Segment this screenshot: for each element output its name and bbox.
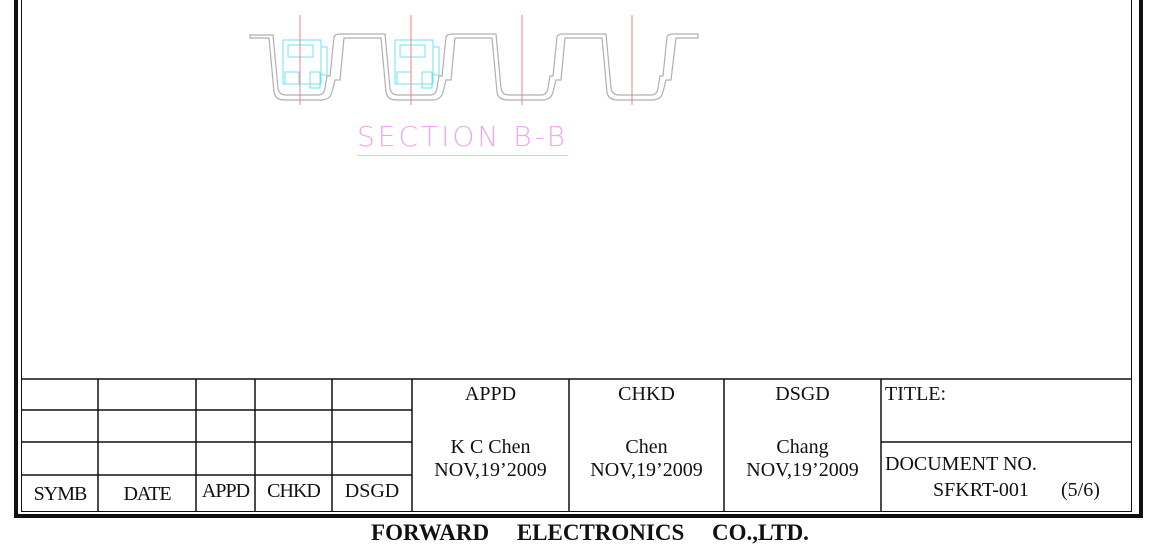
sheet-number: (5/6): [1061, 479, 1100, 501]
title-label: TITLE:: [885, 383, 947, 405]
signoff-chkd-date: NOV,19’2009: [590, 459, 703, 481]
company-name: FORWARD ELECTRONICS CO.,LTD.: [371, 520, 809, 545]
section-label: SECTION B-B: [357, 120, 569, 156]
rev-header-chkd: CHKD: [267, 480, 321, 502]
rev-header-symb: SYMB: [33, 483, 88, 505]
signoff-dsgd-name: Chang: [776, 436, 829, 458]
title-block-grid: [22, 378, 1131, 511]
drawing-frame-outer: [14, 0, 1143, 518]
signoff-chkd-role: CHKD: [618, 383, 675, 405]
document-no-value: SFKRT-001: [933, 479, 1029, 501]
signoff-dsgd-role: DSGD: [775, 383, 830, 405]
document-no-label: DOCUMENT NO.: [885, 453, 1037, 475]
signoff-chkd-name: Chen: [625, 436, 668, 458]
drawing-frame-inner: [21, 0, 1132, 512]
component-outlines: [282, 39, 440, 89]
rev-header-appd: APPD: [201, 480, 250, 502]
signoff-appd-date: NOV,19’2009: [434, 459, 547, 481]
section-drawing: [249, 33, 699, 101]
signoff-appd-name: K C Chen: [450, 436, 531, 458]
rev-header-dsgd: DSGD: [344, 480, 400, 502]
signoff-appd-role: APPD: [464, 383, 517, 405]
center-lines: [299, 15, 633, 105]
rev-header-date: DATE: [123, 483, 171, 505]
signoff-dsgd-date: NOV,19’2009: [746, 459, 859, 481]
